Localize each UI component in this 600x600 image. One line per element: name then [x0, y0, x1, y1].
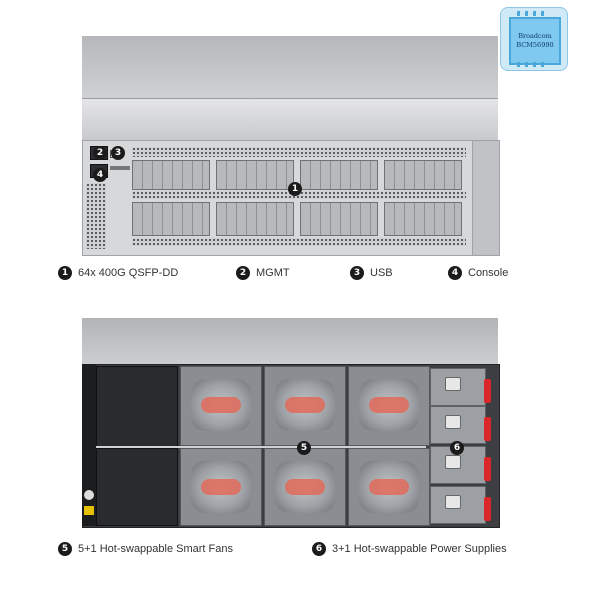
- front-bezel: [82, 98, 498, 141]
- fan-module: [348, 366, 430, 446]
- front-vent-bottom: [132, 238, 466, 246]
- front-left-vent: [86, 183, 106, 249]
- qsfp-cage: [300, 202, 378, 236]
- rear-divider: [96, 446, 426, 448]
- legend-marker-1: 1: [58, 266, 72, 280]
- legend-label-console: Console: [468, 267, 509, 279]
- legend-marker-2: 2: [236, 266, 250, 280]
- front-vent-mid: [132, 191, 466, 199]
- rear-left-rail: [82, 364, 96, 526]
- fan-module: [264, 448, 346, 526]
- chip-vendor: Broadcom: [518, 32, 552, 40]
- fan-module: [348, 448, 430, 526]
- marker-1: 1: [288, 182, 302, 196]
- legend-label-psu: 3+1 Hot-swappable Power Supplies: [332, 543, 507, 555]
- chip-badge: Broadcom BCM56990: [500, 7, 568, 71]
- power-supply: [430, 406, 491, 444]
- power-supply: [430, 368, 491, 406]
- rear-blank-panel: [96, 448, 178, 526]
- marker-2: 2: [93, 146, 107, 160]
- qsfp-cage: [384, 202, 462, 236]
- legend-label-usb: USB: [370, 267, 393, 279]
- warning-icon: [84, 506, 94, 515]
- fan-module: [180, 366, 262, 446]
- qsfp-cage: [132, 202, 210, 236]
- rear-chassis-top: [82, 318, 498, 364]
- fan-module: [264, 366, 346, 446]
- legend-marker-3: 3: [350, 266, 364, 280]
- chip-icon: Broadcom BCM56990: [509, 17, 561, 65]
- chip-model: BCM56990: [516, 41, 554, 49]
- status-leds: [110, 166, 130, 170]
- ground-icon: [84, 490, 94, 500]
- power-supply: [430, 486, 491, 524]
- legend-marker-5: 5: [58, 542, 72, 556]
- qsfp-cage: [216, 160, 294, 190]
- marker-5: 5: [297, 441, 311, 455]
- legend-label-qsfp: 64x 400G QSFP-DD: [78, 267, 179, 279]
- qsfp-cage: [300, 160, 378, 190]
- fan-module: [180, 448, 262, 526]
- qsfp-cage: [132, 160, 210, 190]
- legend-marker-4: 4: [448, 266, 462, 280]
- rear-blank-panel: [96, 366, 178, 447]
- marker-6: 6: [450, 441, 464, 455]
- qsfp-cage: [384, 160, 462, 190]
- marker-3: 3: [111, 146, 125, 160]
- legend-marker-6: 6: [312, 542, 326, 556]
- front-chassis-top: [82, 36, 498, 98]
- front-side-vent: [472, 140, 500, 256]
- qsfp-cage: [216, 202, 294, 236]
- legend-label-mgmt: MGMT: [256, 267, 290, 279]
- legend-label-fans: 5+1 Hot-swappable Smart Fans: [78, 543, 233, 555]
- front-vent-top: [132, 147, 466, 157]
- marker-4: 4: [93, 168, 107, 182]
